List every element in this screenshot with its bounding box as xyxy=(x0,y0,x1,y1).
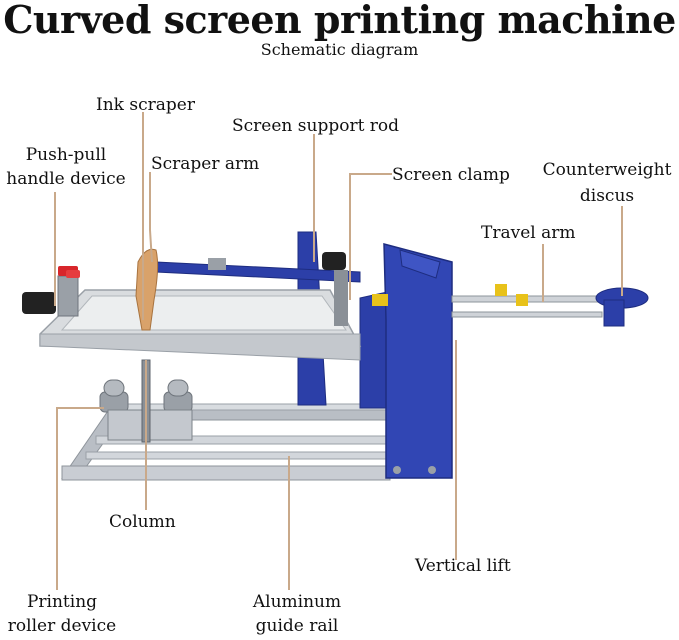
counterweight-discus xyxy=(595,287,649,327)
leader-lines xyxy=(54,112,623,590)
leader-scraper-arm xyxy=(149,172,153,263)
push-pull-handle xyxy=(22,266,80,317)
label-ink-scraper: Ink scraper xyxy=(96,95,195,115)
label-push-pull-line2: handle device xyxy=(6,169,126,189)
label-counterweight-discus: Counterweight discus xyxy=(536,160,678,206)
label-aluminum-line2: guide rail xyxy=(255,616,339,636)
label-screen-support-rod: Screen support rod xyxy=(232,116,400,136)
ink-scraper xyxy=(135,248,159,331)
label-counterweight-line2: discus xyxy=(579,186,635,206)
label-printing-roller-line2: roller device xyxy=(7,616,117,636)
screen-tray xyxy=(39,289,362,361)
page-title: Curved screen printing machine xyxy=(3,0,676,42)
label-printing-roller-line1: Printing xyxy=(26,592,98,612)
label-counterweight-line1: Counterweight xyxy=(542,160,672,180)
label-push-pull-line1: Push-pull xyxy=(25,145,107,165)
label-travel-arm: Travel arm xyxy=(481,223,576,243)
leader-printing-roller xyxy=(56,407,104,590)
label-push-pull-handle: Push-pull handle device xyxy=(0,145,132,189)
label-column: Column xyxy=(109,512,176,532)
page-subtitle: Schematic diagram xyxy=(260,40,419,59)
label-aluminum-guide-rail: Aluminum guide rail xyxy=(236,592,358,636)
label-printing-roller-device: Printing roller device xyxy=(0,592,124,636)
leader-screen-clamp xyxy=(349,173,392,300)
label-vertical-lift: Vertical lift xyxy=(415,556,511,576)
label-aluminum-line1: Aluminum xyxy=(252,592,342,612)
label-scraper-arm: Scraper arm xyxy=(151,154,260,174)
label-screen-clamp: Screen clamp xyxy=(392,165,510,185)
travel-arm xyxy=(451,284,603,318)
screen-clamp xyxy=(322,252,388,326)
